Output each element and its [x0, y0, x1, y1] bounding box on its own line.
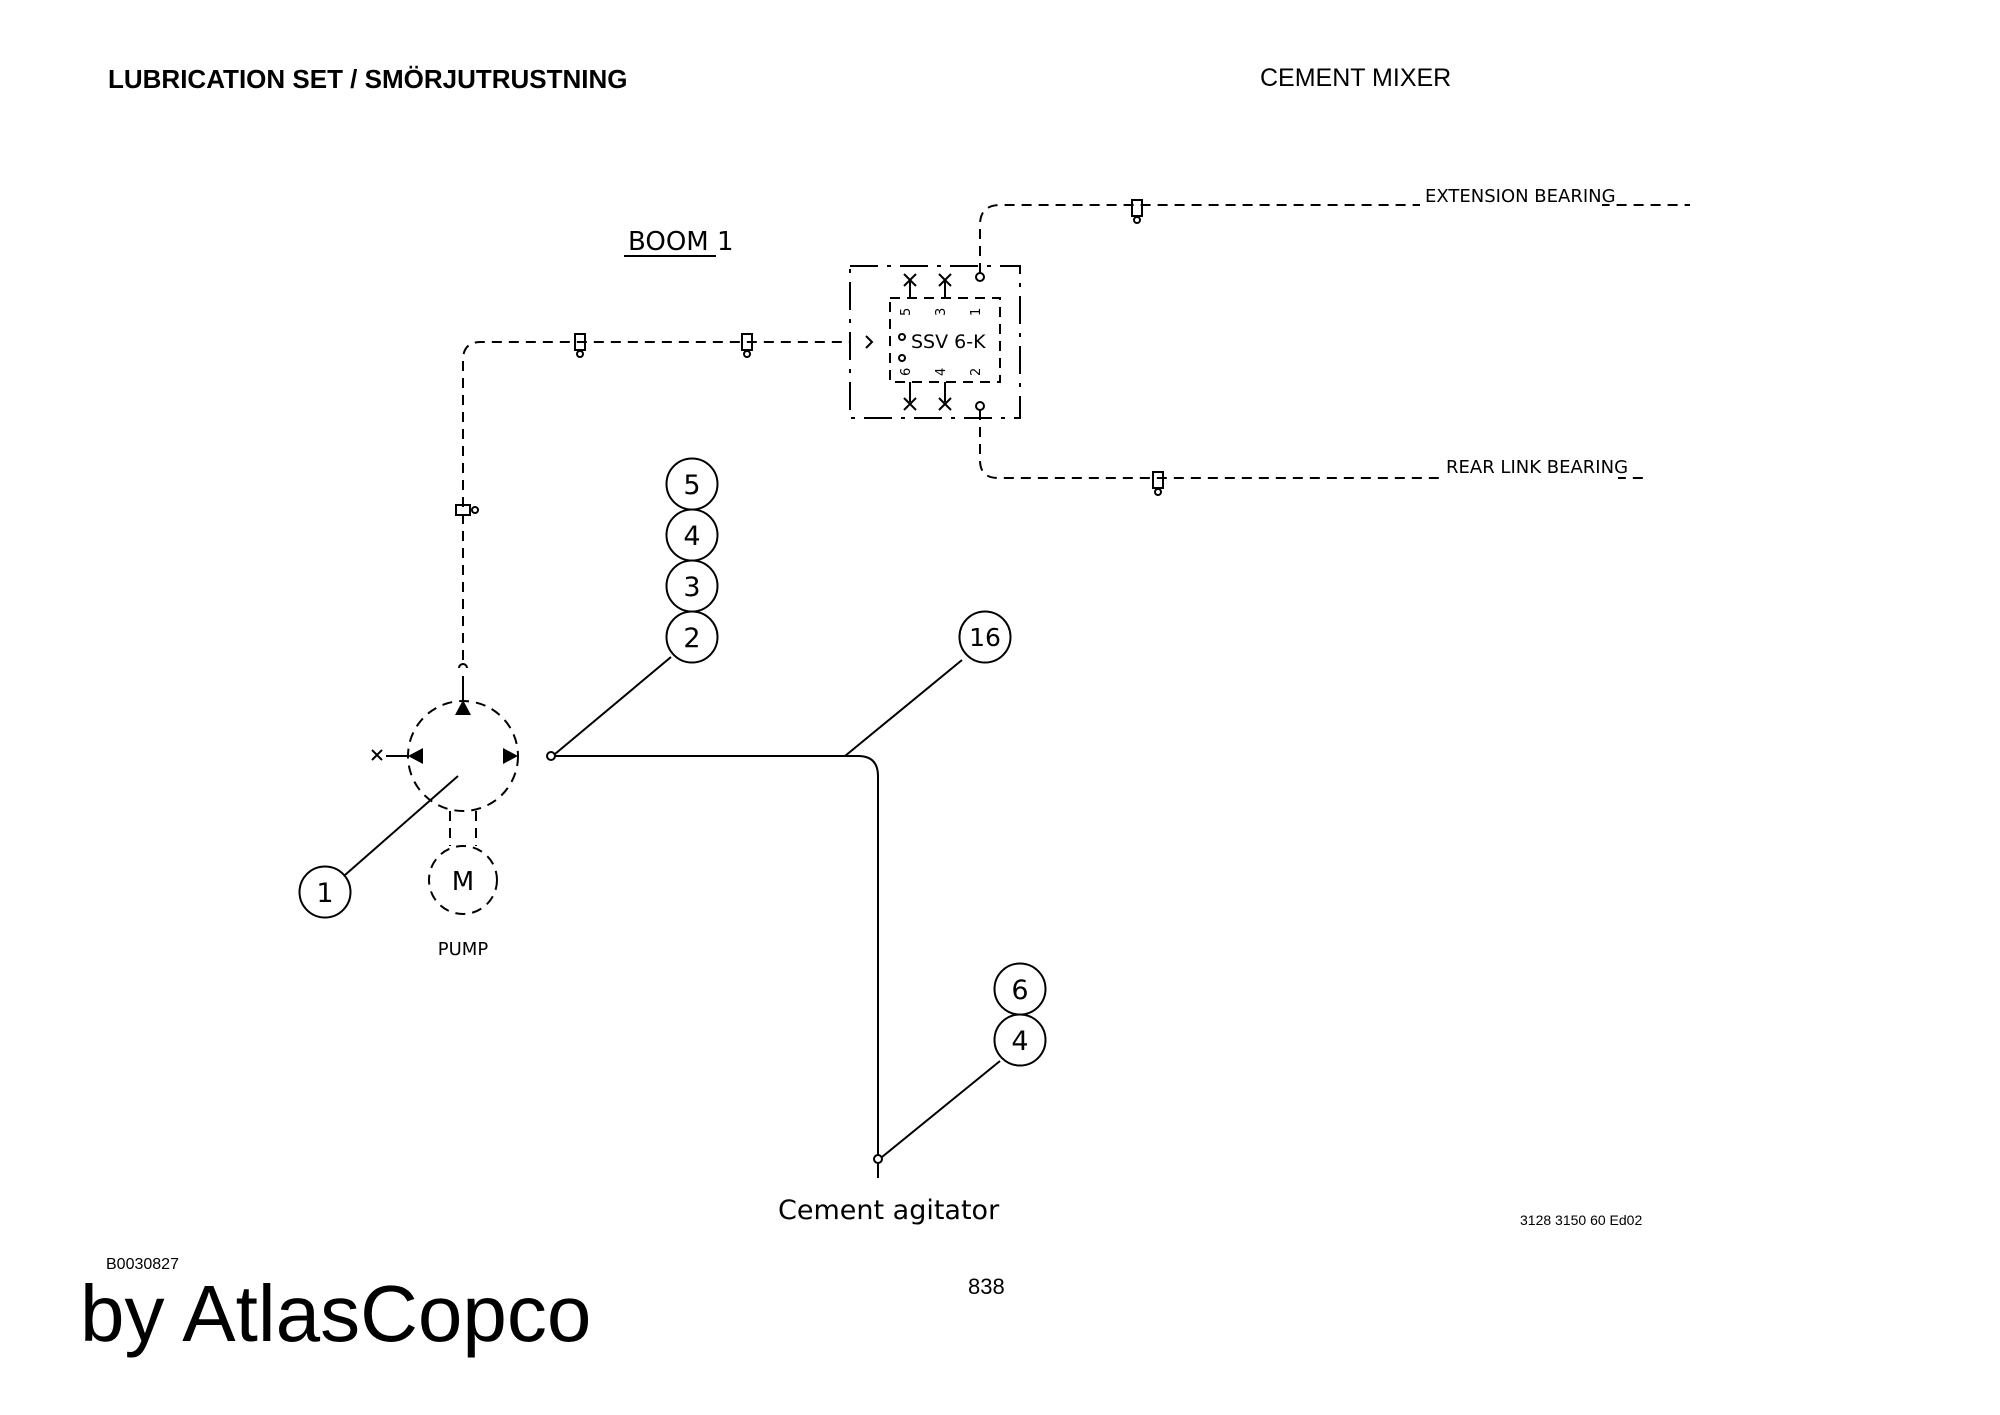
leader-16 — [844, 659, 963, 757]
callout-4: 4 — [683, 521, 700, 552]
port-1: 1 — [969, 308, 984, 316]
leader-1 — [344, 775, 459, 876]
callout-4b: 4 — [1011, 1026, 1028, 1057]
port-6: 6 — [899, 368, 914, 376]
fitting-boom-a — [574, 333, 586, 358]
rear-link-label-bg — [1440, 458, 1618, 482]
port-5: 5 — [899, 308, 914, 316]
extension-line — [979, 204, 1690, 273]
boom-label: BOOM 1 — [628, 227, 734, 257]
agitator-line — [555, 755, 879, 1155]
callout-stack-a — [665, 457, 719, 664]
machine-name: CEMENT MIXER — [1260, 64, 1452, 92]
port-2-outlet — [975, 401, 985, 411]
callout-6: 6 — [1011, 975, 1028, 1006]
agitator-inlet — [873, 1154, 883, 1164]
plugged-ports — [898, 273, 952, 411]
pump-outlet — [546, 751, 556, 761]
callout-1-circle — [298, 865, 352, 919]
agitator-label: Cement agitator — [778, 1195, 1000, 1226]
pump-symbol — [371, 663, 519, 846]
page-number: 838 — [968, 1274, 1005, 1299]
port-3: 3 — [934, 308, 949, 316]
callout-2: 2 — [683, 623, 700, 654]
callout-16: 16 — [969, 623, 1001, 652]
callout-5: 5 — [683, 470, 700, 501]
extension-label: EXTENSION BEARING — [1425, 186, 1616, 207]
callout-16-circle — [958, 610, 1012, 664]
brand-watermark: by AtlasCopco — [80, 1269, 592, 1358]
distributor-label: SSV 6-K — [911, 331, 986, 353]
leader-stack-a — [554, 656, 672, 755]
fitting-extension — [1131, 199, 1143, 224]
callout-3: 3 — [683, 572, 700, 603]
distributor-inlet — [865, 335, 874, 349]
motor-label: M — [452, 867, 474, 897]
document-reference: B0030827 — [106, 1256, 179, 1273]
callout-1: 1 — [316, 878, 333, 909]
port-1-outlet — [975, 272, 985, 282]
port-2: 2 — [969, 368, 984, 376]
pump-label: PUMP — [438, 939, 489, 960]
extension-label-bg — [1420, 188, 1602, 210]
fitting-rear-link — [1152, 471, 1164, 496]
page-title: LUBRICATION SET / SMÖRJUTRUSTNING — [108, 64, 628, 94]
fitting-vertical — [455, 504, 479, 516]
drawing-number: 3128 3150 60 Ed02 — [1520, 1212, 1643, 1228]
pump-motor — [428, 845, 498, 915]
boom-supply-line — [462, 341, 850, 660]
distributor-ports: 5 3 1 6 4 2 — [899, 308, 984, 376]
leader-stack-b — [881, 1060, 1001, 1158]
callout-stack-b — [993, 962, 1047, 1067]
rear-link-label: REAR LINK BEARING — [1446, 457, 1628, 478]
fitting-boom-b — [741, 333, 753, 358]
port-4: 4 — [934, 368, 949, 376]
